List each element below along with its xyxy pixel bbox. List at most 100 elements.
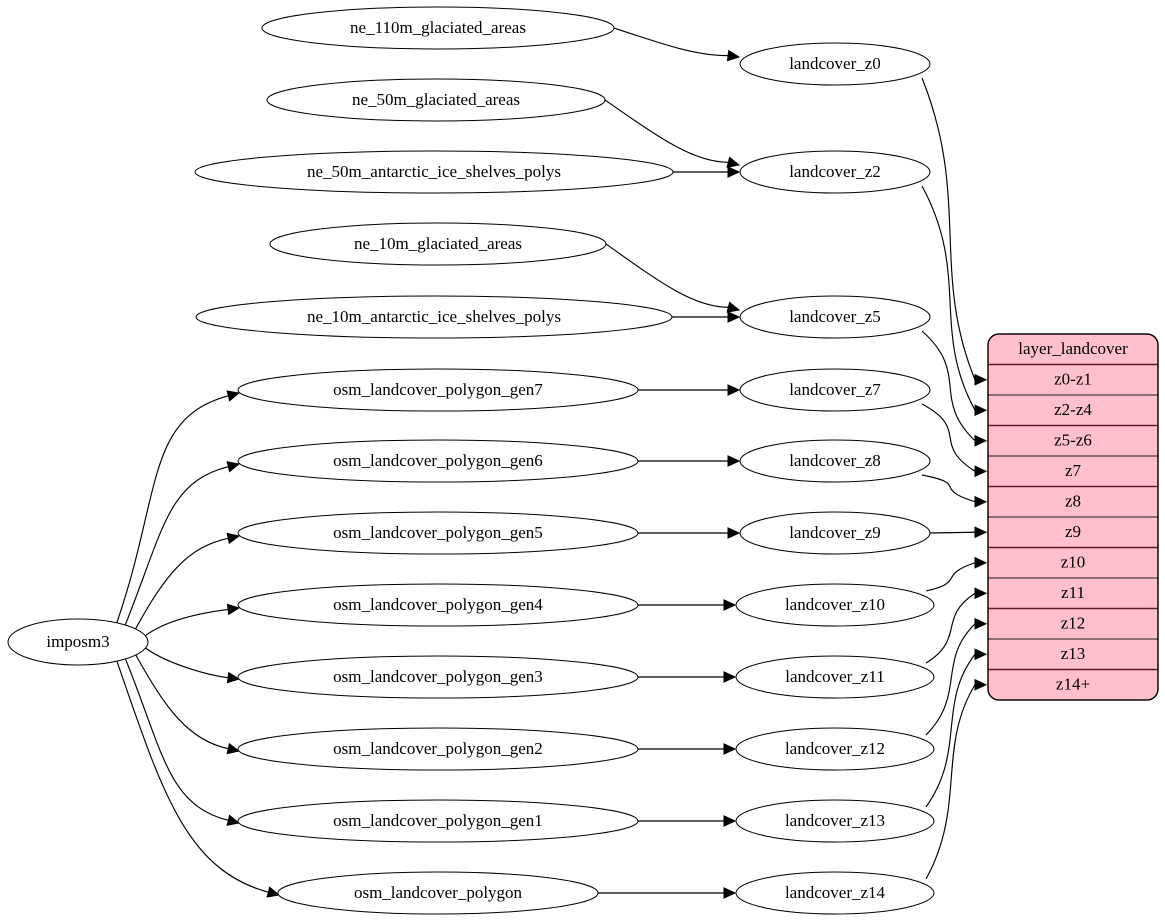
table-row-z12[interactable]: z12 [988, 609, 1158, 640]
edge-arrowhead [974, 434, 988, 447]
node-landcover_z7[interactable]: landcover_z7 [739, 368, 931, 412]
table-row-z10[interactable]: z10 [988, 548, 1158, 579]
node-shape [277, 871, 599, 915]
node-shape [237, 799, 639, 843]
node-landcover_z12[interactable]: landcover_z12 [735, 727, 935, 771]
edge-landcover_z11-to-row-z11 [925, 592, 976, 664]
edge-imposm3-to-osm_landcover_polygon_gen5 [134, 537, 229, 631]
edge-arrowhead [974, 678, 988, 691]
node-ne_50m_antarctic_ice_shelves_polys[interactable]: ne_50m_antarctic_ice_shelves_polys [194, 150, 674, 194]
node-landcover_z14[interactable]: landcover_z14 [735, 871, 935, 915]
edge-arrowhead [974, 587, 988, 600]
node-shape [739, 42, 931, 86]
edge-arrowhead [723, 671, 737, 683]
edge-landcover_z0-to-row-z0-z1 [921, 77, 976, 380]
node-shape [237, 439, 639, 483]
edge-arrowhead [974, 373, 988, 386]
edge-landcover_z9-to-row-z9 [929, 531, 976, 534]
edge-arrowhead [974, 465, 988, 478]
node-shape [739, 439, 931, 483]
node-ne_110m_glaciated_areas[interactable]: ne_110m_glaciated_areas [261, 6, 615, 50]
node-label: ne_10m_glaciated_areas [354, 234, 522, 253]
node-label: landcover_z9 [789, 523, 881, 542]
node-landcover_z0[interactable]: landcover_z0 [739, 42, 931, 86]
node-label: osm_landcover_polygon_gen4 [333, 595, 543, 614]
node-ne_10m_glaciated_areas[interactable]: ne_10m_glaciated_areas [269, 222, 607, 266]
node-imposm3[interactable]: imposm3 [7, 618, 149, 666]
node-label: landcover_z8 [789, 451, 881, 470]
table-row-z5-z6[interactable]: z5-z6 [988, 426, 1158, 457]
node-landcover_z9[interactable]: landcover_z9 [739, 511, 931, 555]
node-ne_10m_antarctic_ice_shelves_polys[interactable]: ne_10m_antarctic_ice_shelves_polys [195, 295, 673, 339]
edge-arrowhead [727, 527, 741, 539]
node-shape [7, 618, 149, 666]
edges-layer [116, 27, 988, 899]
edge-landcover_z8-to-row-z8 [921, 474, 976, 503]
edge-arrowhead [723, 743, 737, 755]
table-row-z13[interactable]: z13 [988, 639, 1158, 670]
node-shape [735, 727, 935, 771]
node-shape [739, 511, 931, 555]
table-row-label: z14+ [1056, 675, 1090, 694]
edge-arrowhead [723, 599, 737, 611]
node-label: landcover_z0 [789, 54, 881, 73]
edge-arrowhead [727, 455, 741, 467]
node-osm_landcover_polygon_gen3[interactable]: osm_landcover_polygon_gen3 [237, 655, 639, 699]
table-row-z11[interactable]: z11 [988, 578, 1158, 609]
edge-landcover_z12-to-row-z12 [925, 623, 976, 736]
node-label: imposm3 [46, 632, 109, 651]
node-ne_50m_glaciated_areas[interactable]: ne_50m_glaciated_areas [266, 78, 606, 122]
node-label: landcover_z5 [789, 307, 881, 326]
edge-arrowhead [726, 156, 741, 168]
node-shape [739, 368, 931, 412]
node-osm_landcover_polygon_gen6[interactable]: osm_landcover_polygon_gen6 [237, 439, 639, 483]
edge-arrowhead [226, 532, 241, 545]
edge-arrowhead [226, 742, 241, 755]
node-osm_landcover_polygon_gen7[interactable]: osm_landcover_polygon_gen7 [237, 368, 639, 412]
table-row-label: z7 [1065, 461, 1082, 480]
edge-arrowhead [226, 603, 241, 616]
node-osm_landcover_polygon_gen2[interactable]: osm_landcover_polygon_gen2 [237, 727, 639, 771]
table-row-label: z10 [1061, 553, 1086, 572]
table-row-z8[interactable]: z8 [988, 487, 1158, 518]
table-row-z14+[interactable]: z14+ [988, 670, 1158, 701]
node-osm_landcover_polygon_gen1[interactable]: osm_landcover_polygon_gen1 [237, 799, 639, 843]
node-osm_landcover_polygon[interactable]: osm_landcover_polygon [277, 871, 599, 915]
node-landcover_z2[interactable]: landcover_z2 [739, 150, 931, 194]
node-shape [237, 583, 639, 627]
table-row-z2-z4[interactable]: z2-z4 [988, 395, 1158, 426]
node-osm_landcover_polygon_gen4[interactable]: osm_landcover_polygon_gen4 [237, 583, 639, 627]
node-label: ne_110m_glaciated_areas [350, 18, 526, 37]
edge-arrowhead [726, 49, 741, 62]
node-label: landcover_z2 [789, 162, 881, 181]
edge-arrowhead [226, 461, 241, 473]
edge-arrowhead [974, 617, 988, 630]
node-landcover_z13[interactable]: landcover_z13 [735, 799, 935, 843]
edge-arrowhead [723, 887, 737, 899]
node-landcover_z5[interactable]: landcover_z5 [739, 295, 931, 339]
node-shape [237, 368, 639, 412]
table-border [987, 333, 1159, 701]
table-row-z0-z1[interactable]: z0-z1 [988, 365, 1158, 396]
table-header-label: layer_landcover [1018, 339, 1128, 358]
edge-imposm3-to-osm_landcover_polygon_gen7 [116, 395, 229, 624]
edge-arrowhead [974, 556, 988, 569]
node-landcover_z10[interactable]: landcover_z10 [735, 583, 935, 627]
edge-imposm3-to-osm_landcover_polygon_gen1 [124, 658, 229, 821]
edge-arrowhead [226, 671, 241, 684]
edge-arrowhead [974, 526, 988, 539]
node-label: osm_landcover_polygon [354, 883, 523, 902]
node-osm_landcover_polygon_gen5[interactable]: osm_landcover_polygon_gen5 [237, 511, 639, 555]
node-shape [237, 511, 639, 555]
table-row-label: z5-z6 [1054, 431, 1092, 450]
table-row-z7[interactable]: z7 [988, 456, 1158, 487]
table-row-label: z2-z4 [1054, 400, 1092, 419]
edge-arrowhead [974, 648, 988, 661]
node-landcover_z8[interactable]: landcover_z8 [739, 439, 931, 483]
table-row-z9[interactable]: z9 [988, 517, 1158, 548]
node-landcover_z11[interactable]: landcover_z11 [735, 655, 935, 699]
node-shape [735, 871, 935, 915]
edge-imposm3-to-osm_landcover_polygon_gen2 [134, 653, 229, 750]
